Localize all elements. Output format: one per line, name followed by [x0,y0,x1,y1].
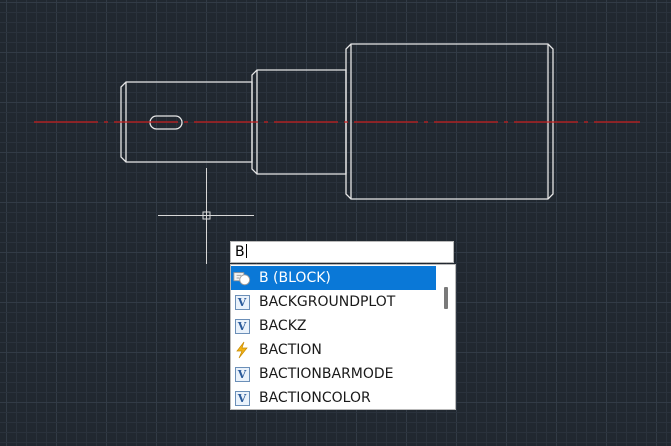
scrollbar-thumb[interactable] [444,287,448,309]
shaft-drawing[interactable] [120,43,554,200]
system-variable-icon: V [233,389,251,407]
command-input-text: B [235,244,245,260]
autocomplete-item-bactioncolor[interactable]: V BACTIONCOLOR [231,386,436,409]
autocomplete-item-label: B (BLOCK) [259,270,331,286]
autocomplete-item-baction[interactable]: BACTION [231,338,436,362]
autocomplete-item-bactionbarmode[interactable]: V BACTIONBARMODE [231,362,436,386]
autocomplete-item-label: BACKZ [259,318,307,334]
autocomplete-item-label: BACTIONCOLOR [259,390,371,406]
lightning-command-icon [233,341,251,359]
text-caret [245,244,247,258]
autocomplete-item-block[interactable]: B (BLOCK) [231,266,436,290]
autocomplete-list[interactable]: B (BLOCK) V BACKGROUNDPLOT V BACKZ BACTI… [230,264,456,410]
system-variable-icon: V [233,317,251,335]
command-input[interactable]: B [230,241,454,263]
system-variable-icon: V [233,365,251,383]
autocomplete-item-backgroundplot[interactable]: V BACKGROUNDPLOT [231,290,436,314]
block-command-icon [233,269,251,287]
autocomplete-item-label: BACTIONBARMODE [259,366,394,382]
autocomplete-item-label: BACTION [259,342,322,358]
autocomplete-scrollbar[interactable] [437,265,455,409]
crosshair-cursor-icon [158,168,254,264]
autocomplete-item-label: BACKGROUNDPLOT [259,294,396,310]
system-variable-icon: V [233,293,251,311]
autocomplete-item-backz[interactable]: V BACKZ [231,314,436,338]
